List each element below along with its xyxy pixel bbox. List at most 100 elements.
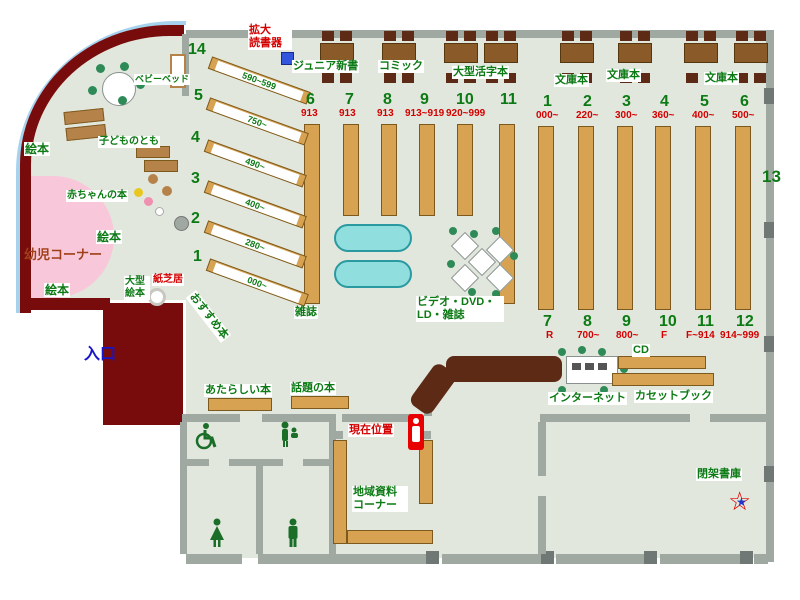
entrance-label: 入口 xyxy=(84,346,117,363)
bookshelf xyxy=(419,124,435,216)
magnifier-reader-label: 拡大 読書器 xyxy=(248,24,292,51)
chair xyxy=(620,365,628,373)
wall xyxy=(538,422,546,476)
entrance-wall-block xyxy=(103,303,183,425)
chair xyxy=(120,62,129,71)
pillar xyxy=(764,88,774,104)
class-range: 400~ xyxy=(692,110,715,121)
kids-step-shelf xyxy=(144,160,178,172)
shelf-number: 11 xyxy=(697,313,714,330)
bookshelf xyxy=(343,124,359,216)
topic-books-shelf xyxy=(291,396,349,409)
topic-books-label: 話題の本 xyxy=(290,382,336,396)
stool xyxy=(162,186,172,196)
chair xyxy=(447,260,455,268)
reading-table xyxy=(320,31,354,83)
star-outline: ☆ xyxy=(728,486,752,516)
comic-label: コミック xyxy=(378,60,424,74)
shelf-number: 2 xyxy=(191,210,200,227)
mens-toilet-icon xyxy=(282,518,304,553)
wall xyxy=(538,496,546,554)
baby-bed-label: ベビーベッド xyxy=(134,74,191,85)
closed-stacks-label: 閉架書庫 xyxy=(696,468,742,482)
bookshelf xyxy=(304,124,320,304)
pillar xyxy=(426,551,439,564)
shelf-number: 3 xyxy=(622,93,631,110)
shelf-number: 9 xyxy=(420,91,429,108)
class-range: 914~999 xyxy=(720,330,760,341)
shelf-number: 10 xyxy=(456,91,474,108)
class-range: 700~ xyxy=(577,330,600,341)
pillar xyxy=(764,222,774,238)
marker-figure-head xyxy=(413,418,419,424)
bookshelf xyxy=(655,126,671,310)
chair xyxy=(118,96,127,105)
pc-terminal xyxy=(572,363,581,370)
bookshelf xyxy=(617,126,633,310)
bunko-label: 文庫本 xyxy=(606,69,641,83)
pc-terminal xyxy=(598,363,607,370)
bookshelf xyxy=(457,124,473,216)
wheelchair-icon xyxy=(192,422,218,455)
baby-books-label: 赤ちゃんの本 xyxy=(66,190,128,202)
shelf-number: 6 xyxy=(740,93,749,110)
bookshelf xyxy=(381,124,397,216)
shelf-number: 14 xyxy=(188,41,206,58)
class-range: 913 xyxy=(377,108,394,119)
large-picture-books-label: 大型絵本 xyxy=(124,276,150,300)
wall xyxy=(442,554,542,564)
kodomo-no-tomo-label: 子どものとも xyxy=(98,136,160,148)
wall xyxy=(710,414,768,422)
chair xyxy=(600,386,608,394)
shelf-number: 3 xyxy=(191,170,200,187)
new-books-label: あたらしい本 xyxy=(204,384,272,398)
wall xyxy=(182,414,240,422)
shelf-number: 4 xyxy=(191,129,200,146)
shelf-number: 5 xyxy=(194,87,203,104)
shelf-number: 4 xyxy=(660,93,669,110)
class-range: 220~ xyxy=(576,110,599,121)
local-corner-label: 地域資料コーナー xyxy=(352,486,408,513)
wall xyxy=(186,554,242,564)
chair xyxy=(510,252,518,260)
local-corner-shelf xyxy=(419,440,433,504)
cd-shelf xyxy=(618,356,706,369)
shelf-number: 1 xyxy=(543,93,552,110)
magnifier-device-icon xyxy=(281,52,294,65)
bookshelf xyxy=(735,126,751,310)
shelf-number: 2 xyxy=(583,93,592,110)
large-print-label: 大型活字本 xyxy=(452,66,509,80)
pillar xyxy=(644,551,657,564)
cassette-label: カセットブック xyxy=(634,390,713,404)
internet-table xyxy=(566,356,618,384)
chair xyxy=(558,348,566,356)
wall xyxy=(229,459,283,466)
shelf-number: 8 xyxy=(383,91,392,108)
class-range: 300~ xyxy=(615,110,638,121)
wall xyxy=(766,30,774,562)
wall xyxy=(329,422,336,554)
wall xyxy=(187,459,209,466)
picture-books-label: 絵本 xyxy=(24,142,51,157)
pillar xyxy=(541,551,554,564)
class-range: 920~999 xyxy=(446,108,486,119)
wall xyxy=(540,414,690,422)
wall xyxy=(754,554,768,564)
stool xyxy=(155,207,164,216)
shelf-number: 7 xyxy=(543,313,552,330)
kamishibai-stand xyxy=(148,288,166,306)
picture-books-label: 絵本 xyxy=(44,283,71,298)
wall xyxy=(258,554,426,564)
shelf-number: 8 xyxy=(583,313,592,330)
lounge-table xyxy=(334,260,412,288)
chair xyxy=(578,346,586,354)
internet-label: インターネット xyxy=(548,392,627,406)
wall xyxy=(303,459,333,466)
stool xyxy=(134,188,143,197)
wall xyxy=(419,431,431,439)
new-books-shelf xyxy=(208,398,272,411)
shelf-number: 5 xyxy=(700,93,709,110)
closed-stacks-star-icon: ☆ ★ xyxy=(728,488,756,516)
chair xyxy=(468,288,476,296)
